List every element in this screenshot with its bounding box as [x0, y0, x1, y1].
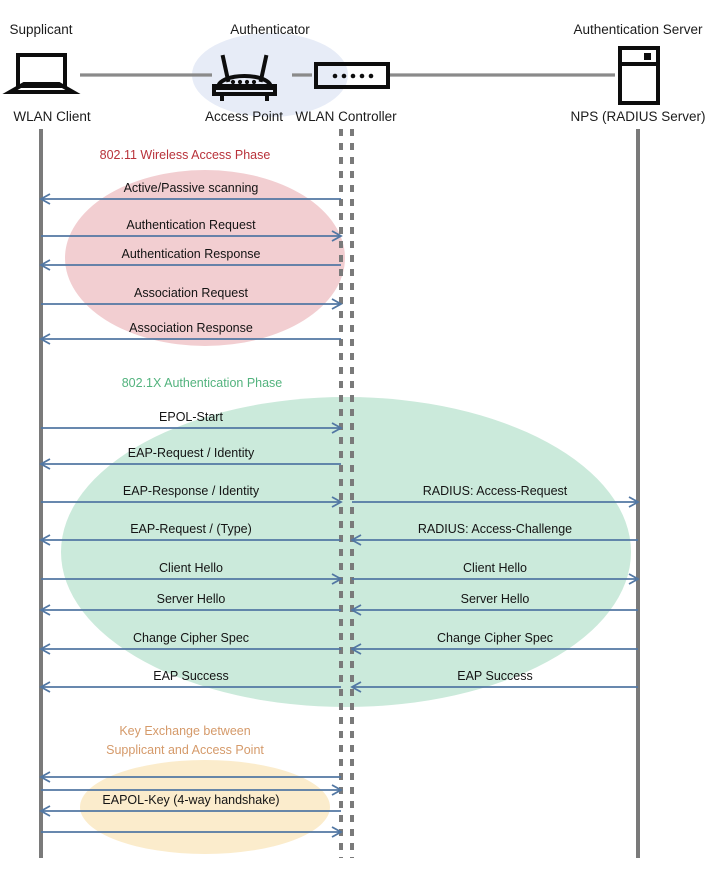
message-change-cipher-spec-left: Change Cipher Spec [39, 631, 341, 655]
message-label-client-hello-right: Client Hello [463, 561, 527, 575]
message-label-eapol-key-3: EAPOL-Key (4-way handshake) [102, 793, 279, 807]
message-label-eap-request-type: EAP-Request / (Type) [130, 522, 252, 536]
message-label-eap-response-identity: EAP-Response / Identity [123, 484, 260, 498]
message-active-passive-scanning: Active/Passive scanning [39, 181, 341, 205]
message-eapol-start: EPOL-Start [41, 410, 343, 434]
message-label-radius-access-request: RADIUS: Access-Request [423, 484, 568, 498]
actor-role-auth-server: Authentication Server [573, 22, 703, 37]
message-label-association-request: Association Request [134, 286, 248, 300]
actor-device-auth-server: NPS (RADIUS Server) [570, 109, 705, 124]
phase-label-key-exchange-phase-line1: Key Exchange between [119, 724, 250, 738]
message-label-eapol-start: EPOL-Start [159, 410, 223, 424]
message-label-radius-access-challenge: RADIUS: Access-Challenge [418, 522, 572, 536]
message-authentication-request: Authentication Request [41, 218, 343, 242]
actor-device-access-point: Access Point [205, 109, 283, 124]
message-eap-request-identity: EAP-Request / Identity [39, 446, 341, 470]
message-label-active-passive-scanning: Active/Passive scanning [124, 181, 259, 195]
phase-label-wireless-access-phase: 802.11 Wireless Access Phase [100, 148, 271, 162]
dot1x-authentication-phase-ellipse [61, 397, 631, 707]
message-eapol-key-1 [39, 771, 341, 783]
phase-label-key-exchange-phase-line2: Supplicant and Access Point [106, 743, 264, 757]
message-label-authentication-request: Authentication Request [126, 218, 256, 232]
actor-device-wlan-controller: WLAN Controller [295, 109, 397, 124]
phase-ellipse-group [61, 170, 631, 854]
wireless-access-phase-ellipse [65, 170, 345, 346]
message-label-eap-success-right: EAP Success [457, 669, 533, 683]
message-eap-success-left: EAP Success [39, 669, 341, 693]
message-association-request: Association Request [41, 286, 343, 310]
phase-label-group: 802.11 Wireless Access Phase 802.1X Authe… [100, 148, 283, 757]
message-radius-access-request: RADIUS: Access-Request [352, 484, 640, 508]
message-label-change-cipher-spec-left: Change Cipher Spec [133, 631, 249, 645]
message-server-hello-right: Server Hello [350, 592, 638, 616]
message-label-eap-request-identity: EAP-Request / Identity [128, 446, 255, 460]
message-label-eap-success-left: EAP Success [153, 669, 229, 683]
message-eapol-key-2 [41, 784, 343, 796]
message-server-hello-left: Server Hello [39, 592, 341, 616]
server-tower-icon [618, 46, 660, 105]
message-radius-access-challenge: RADIUS: Access-Challenge [350, 522, 638, 546]
message-eapol-key-3: EAPOL-Key (4-way handshake) [39, 793, 341, 817]
actor-device-supplicant: WLAN Client [13, 109, 91, 124]
network-controller-icon [314, 62, 390, 89]
message-client-hello-right: Client Hello [352, 561, 640, 585]
key-exchange-phase-ellipse [80, 760, 330, 854]
laptop-icon [2, 53, 81, 94]
message-association-response: Association Response [39, 321, 341, 345]
message-eapol-key-4 [41, 826, 343, 838]
message-change-cipher-spec-right: Change Cipher Spec [350, 631, 638, 655]
wireless-router-icon [212, 54, 277, 101]
message-eap-success-right: EAP Success [350, 669, 638, 693]
message-label-change-cipher-spec-right: Change Cipher Spec [437, 631, 553, 645]
message-eap-request-type: EAP-Request / (Type) [39, 522, 341, 546]
actor-role-supplicant: Supplicant [9, 22, 72, 37]
message-client-hello-left: Client Hello [41, 561, 343, 585]
actor-role-access-point: Authenticator [230, 22, 310, 37]
message-label-authentication-response: Authentication Response [122, 247, 261, 261]
message-eap-response-identity: EAP-Response / Identity [41, 484, 343, 508]
message-label-server-hello-left: Server Hello [157, 592, 226, 606]
authenticator-group-ellipse [192, 33, 348, 117]
message-label-association-response: Association Response [129, 321, 253, 335]
message-label-client-hello-left: Client Hello [159, 561, 223, 575]
lifeline-group [39, 129, 640, 858]
message-label-server-hello-right: Server Hello [461, 592, 530, 606]
phase-label-dot1x-authentication-phase: 802.1X Authentication Phase [122, 376, 283, 390]
message-authentication-response: Authentication Response [39, 247, 341, 271]
